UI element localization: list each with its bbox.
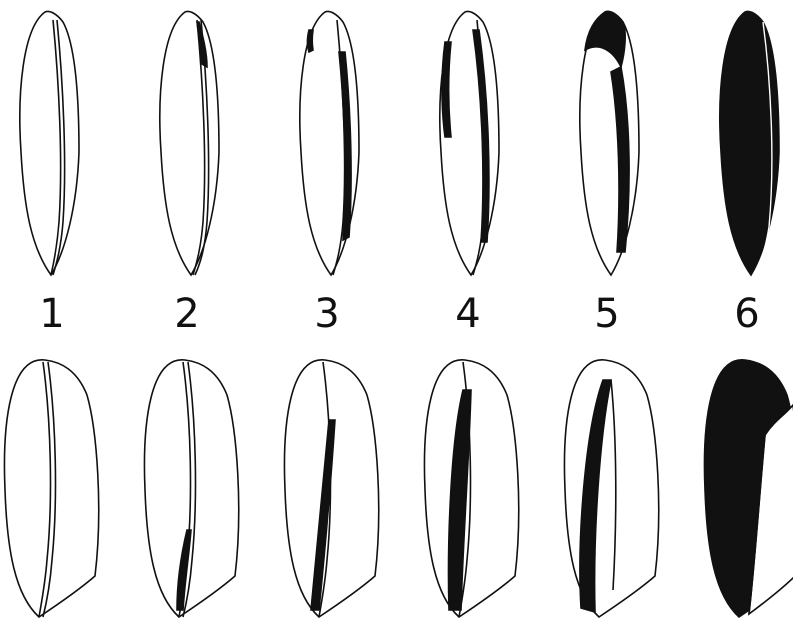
feather-bottom-2	[144, 360, 238, 617]
figure-label-4: 4	[438, 292, 498, 336]
feather-top-4	[440, 11, 499, 275]
feather-top-6	[720, 11, 779, 275]
feather-top-5	[580, 11, 639, 275]
feather-top-3	[300, 11, 359, 275]
feather-bottom-5	[564, 360, 658, 617]
figure-label-5: 5	[577, 292, 637, 336]
feather-top-2	[160, 11, 219, 275]
feather-bottom-4	[424, 360, 518, 617]
figure-label-1: 1	[22, 292, 82, 336]
feather-bottom-6	[704, 360, 793, 617]
feather-bottom-1	[4, 360, 98, 617]
feather-top-1	[20, 11, 79, 275]
figure-label-2: 2	[157, 292, 217, 336]
figure-label-3: 3	[297, 292, 357, 336]
feather-bottom-3	[284, 360, 378, 617]
figure-label-6: 6	[717, 292, 777, 336]
